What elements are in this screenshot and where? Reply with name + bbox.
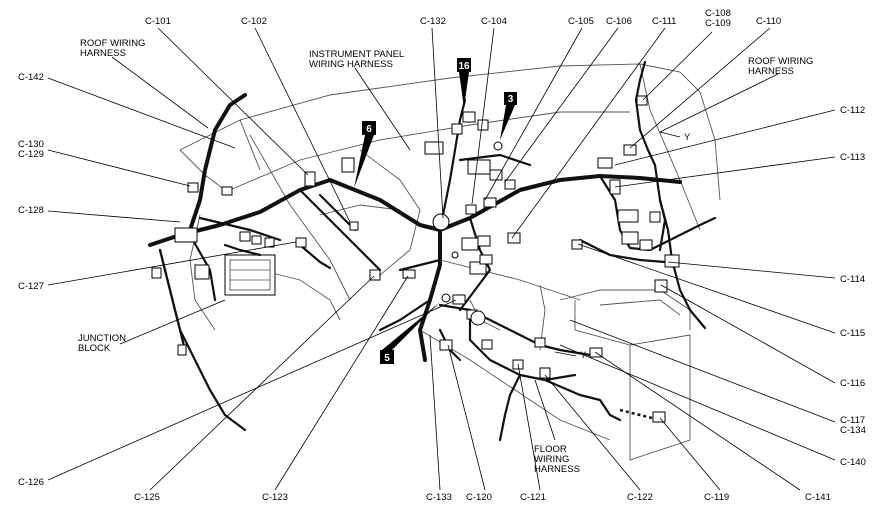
junction-block — [224, 254, 276, 296]
label-c111: C-111 — [652, 16, 676, 27]
label-c106: C-106 — [606, 16, 632, 27]
floor-harness-label-line1: FLOOR — [534, 444, 567, 455]
roof-harness-right-label-line1: ROOF WIRING — [748, 56, 813, 67]
label-c127: C-127 — [18, 281, 44, 292]
label-c112: C-112 — [840, 105, 865, 116]
floor-harness-label-line2: WIRING — [534, 454, 569, 465]
label-c114: C-114 — [840, 274, 865, 285]
label-c102: C-102 — [241, 16, 267, 27]
label-c109: C-109 — [705, 18, 731, 29]
floor-harness — [438, 303, 661, 442]
splice-y-upper: Y — [684, 132, 691, 143]
leader-lines — [47, 27, 836, 491]
label-c126: C-126 — [18, 477, 44, 488]
label-c130: C-130 — [18, 139, 44, 150]
instrument-panel-harness — [148, 93, 682, 432]
splice-marks: Y Y — [554, 131, 691, 361]
svg-text:5: 5 — [384, 353, 390, 364]
label-c116: C-116 — [840, 378, 865, 389]
label-c123: C-123 — [262, 492, 288, 503]
connector-labels: C-101 C-102 C-132 C-104 C-105 C-106 C-11… — [18, 8, 866, 503]
label-c110: C-110 — [756, 16, 781, 27]
floor-harness-label-line3: HARNESS — [534, 464, 580, 475]
label-c142: C-142 — [18, 72, 44, 83]
callout-6: 6 — [354, 121, 376, 188]
connector-blocks — [151, 95, 680, 423]
harness-labels: ROOF WIRING HARNESS INSTRUMENT PANEL WIR… — [78, 38, 813, 475]
label-c140: C-140 — [840, 457, 866, 468]
junction-block-label-line2: BLOCK — [78, 343, 111, 354]
label-c117: C-117 — [840, 415, 865, 426]
label-c105: C-105 — [568, 16, 594, 27]
label-c115: C-115 — [840, 328, 865, 339]
label-c122: C-122 — [627, 492, 653, 503]
svg-text:6: 6 — [366, 124, 372, 135]
callout-3: 3 — [500, 92, 517, 140]
instrument-harness-label-line2: WIRING HARNESS — [309, 59, 393, 70]
callout-16: 16 — [457, 58, 471, 108]
svg-text:3: 3 — [508, 94, 514, 105]
label-c108: C-108 — [705, 8, 731, 19]
label-c121: C-121 — [520, 492, 546, 503]
label-c101: C-101 — [145, 16, 171, 27]
junction-block-label-line1: JUNCTION — [78, 333, 126, 344]
label-c125: C-125 — [134, 492, 160, 503]
roof-harness-left-label-line2: HARNESS — [80, 48, 126, 59]
label-c128: C-128 — [18, 205, 44, 216]
label-c119: C-119 — [704, 492, 729, 503]
label-c120: C-120 — [466, 492, 492, 503]
label-c134: C-134 — [840, 425, 866, 436]
splice-y-lower: Y — [580, 350, 587, 361]
label-c133: C-133 — [426, 492, 452, 503]
instrument-harness-label-line1: INSTRUMENT PANEL — [309, 49, 404, 60]
roof-harness-right-label-line2: HARNESS — [748, 66, 794, 77]
svg-text:16: 16 — [458, 61, 470, 72]
callout-5: 5 — [380, 302, 440, 364]
roof-harness-left-label-line1: ROOF WIRING — [80, 38, 145, 49]
label-c132: C-132 — [420, 16, 446, 27]
label-c141: C-141 — [805, 492, 831, 503]
label-c113: C-113 — [840, 152, 865, 163]
label-c104: C-104 — [481, 16, 507, 27]
label-c129: C-129 — [18, 149, 44, 160]
